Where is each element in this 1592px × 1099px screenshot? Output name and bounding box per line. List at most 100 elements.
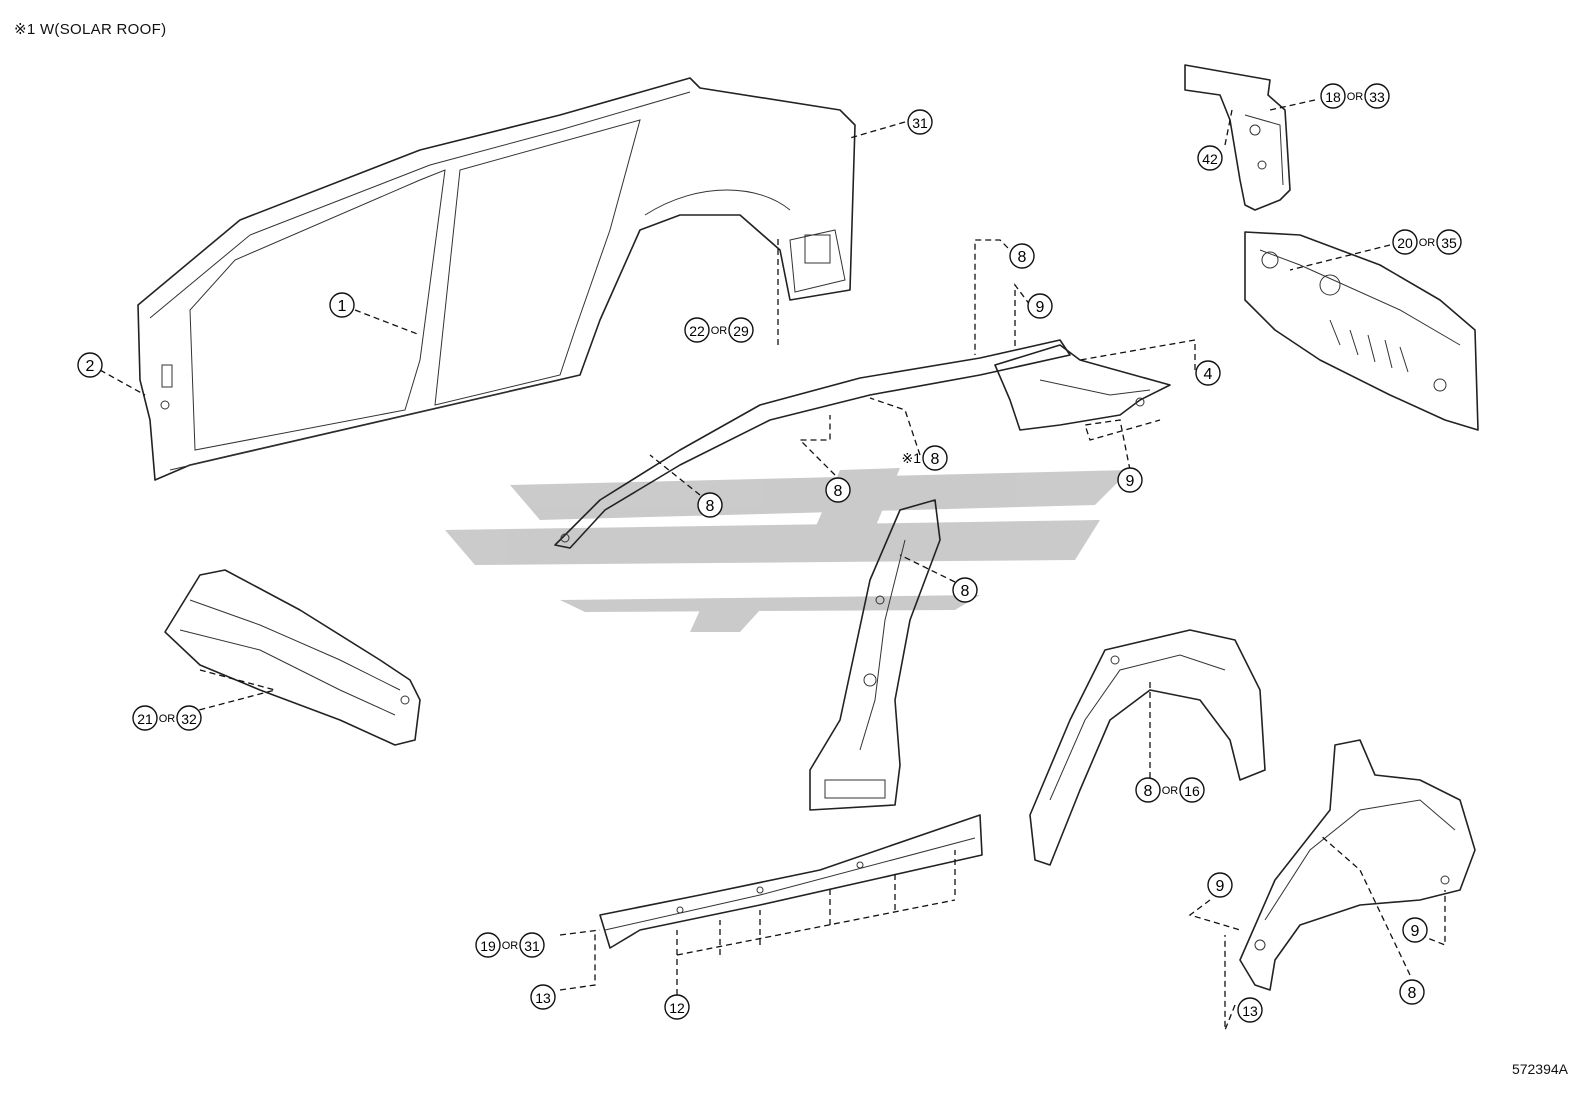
callout-circle bbox=[329, 292, 355, 318]
callout-prefix: ※1 bbox=[901, 450, 921, 466]
callout-joiner: OR bbox=[502, 940, 519, 952]
callout-circle bbox=[922, 445, 948, 471]
callout-number: 9 bbox=[1411, 923, 1420, 940]
callout-number: 31 bbox=[912, 115, 928, 131]
callout-c9c: 9 bbox=[1207, 872, 1233, 898]
callout-c18: 18 OR 33 bbox=[1320, 83, 1390, 109]
callout-circle bbox=[1364, 83, 1390, 109]
callout-joiner: OR bbox=[159, 713, 176, 725]
callout-number: 33 bbox=[1369, 89, 1385, 105]
callout-number: 13 bbox=[535, 990, 551, 1006]
callout-circle bbox=[1320, 83, 1346, 109]
callout-c9b: 9 bbox=[1117, 467, 1143, 493]
callout-circle bbox=[697, 492, 723, 518]
callout-circle bbox=[1195, 360, 1221, 386]
callout-c8d: 8 bbox=[697, 492, 723, 518]
callout-number: 8 bbox=[706, 498, 715, 515]
callout-number: 8 bbox=[1144, 783, 1153, 800]
callout-joiner: OR bbox=[1347, 91, 1364, 103]
callout-number: 9 bbox=[1216, 878, 1225, 895]
rocker-panel-inner bbox=[599, 814, 983, 949]
callout-circle bbox=[1135, 777, 1161, 803]
callout-c8e: 8 bbox=[952, 577, 978, 603]
callout-c9a: 9 bbox=[1027, 293, 1053, 319]
rear-wheelhouse-outer bbox=[1029, 629, 1266, 866]
callout-number: 13 bbox=[1242, 1003, 1258, 1019]
callout-circle bbox=[825, 477, 851, 503]
callout-circle bbox=[530, 984, 556, 1010]
callout-number: 8 bbox=[961, 583, 970, 600]
callout-number: 42 bbox=[1202, 151, 1218, 167]
callout-circle bbox=[1197, 145, 1223, 171]
callout-c8g: 8 bbox=[1399, 979, 1425, 1005]
rear-pillar-upper-bracket bbox=[1184, 64, 1291, 211]
callout-circle bbox=[1179, 777, 1205, 803]
callout-c31a: 31 bbox=[907, 109, 933, 135]
callout-number: 9 bbox=[1036, 299, 1045, 316]
callout-joiner: OR bbox=[711, 325, 728, 337]
rear-wheelhouse-inner bbox=[1239, 739, 1476, 991]
callout-number: 35 bbox=[1441, 235, 1457, 251]
callout-number: 18 bbox=[1325, 89, 1341, 105]
callout-number: 22 bbox=[689, 323, 705, 339]
callout-c8c: 8 bbox=[825, 477, 851, 503]
callout-circle bbox=[907, 109, 933, 135]
callout-number: 16 bbox=[1184, 783, 1200, 799]
cowl-top-panel bbox=[164, 569, 421, 746]
callout-circle bbox=[1117, 467, 1143, 493]
callout-circle bbox=[1402, 917, 1428, 943]
callout-circle bbox=[1027, 293, 1053, 319]
callout-number: 20 bbox=[1397, 235, 1413, 251]
callout-circle bbox=[1237, 997, 1263, 1023]
roof-side-rail-inner bbox=[554, 339, 1171, 549]
callout-c9d: 9 bbox=[1402, 917, 1428, 943]
callout-c22: 22 OR 29 bbox=[684, 317, 754, 343]
callout-number: 9 bbox=[1126, 473, 1135, 490]
callout-c8a: 8 bbox=[1009, 243, 1035, 269]
callout-circle bbox=[684, 317, 710, 343]
callout-circle bbox=[1399, 979, 1425, 1005]
callout-circle bbox=[519, 932, 545, 958]
callout-number: 1 bbox=[338, 298, 347, 315]
callout-c42: 42 bbox=[1197, 145, 1223, 171]
leader-lines bbox=[99, 99, 1446, 1031]
callout-number: 8 bbox=[834, 483, 843, 500]
callout-number: 29 bbox=[733, 323, 749, 339]
callout-c20: 20 OR 35 bbox=[1392, 229, 1462, 255]
callout-circle bbox=[664, 994, 690, 1020]
callout-number: 21 bbox=[137, 711, 153, 727]
callout-circle bbox=[1436, 229, 1462, 255]
callout-circle bbox=[952, 577, 978, 603]
callout-c13a: 13 bbox=[530, 984, 556, 1010]
watermark-logo bbox=[445, 468, 1130, 632]
callout-number: 4 bbox=[1204, 366, 1213, 383]
callout-circle bbox=[1207, 872, 1233, 898]
callout-c19: 19 OR 31 bbox=[475, 932, 545, 958]
side-panel-outer bbox=[137, 77, 856, 481]
callout-c13b: 13 bbox=[1237, 997, 1263, 1023]
callout-circle bbox=[77, 352, 103, 378]
callout-c1: 1 bbox=[329, 292, 355, 318]
callout-c4: 4 bbox=[1195, 360, 1221, 386]
callout-circle bbox=[728, 317, 754, 343]
callout-circle bbox=[1392, 229, 1418, 255]
callout-number: 8 bbox=[1018, 249, 1027, 266]
callout-number: 19 bbox=[480, 938, 496, 954]
callout-circle bbox=[475, 932, 501, 958]
callout-joiner: OR bbox=[1419, 237, 1436, 249]
callout-circle bbox=[1009, 243, 1035, 269]
callout-number: 31 bbox=[524, 938, 540, 954]
callout-c2: 2 bbox=[77, 352, 103, 378]
figure-code: 572394A bbox=[1511, 1061, 1568, 1077]
callout-circle bbox=[176, 705, 202, 731]
callout-number: 12 bbox=[669, 1000, 685, 1016]
center-pillar-inner bbox=[809, 499, 941, 811]
callout-number: 2 bbox=[86, 358, 95, 375]
callout-circle bbox=[132, 705, 158, 731]
